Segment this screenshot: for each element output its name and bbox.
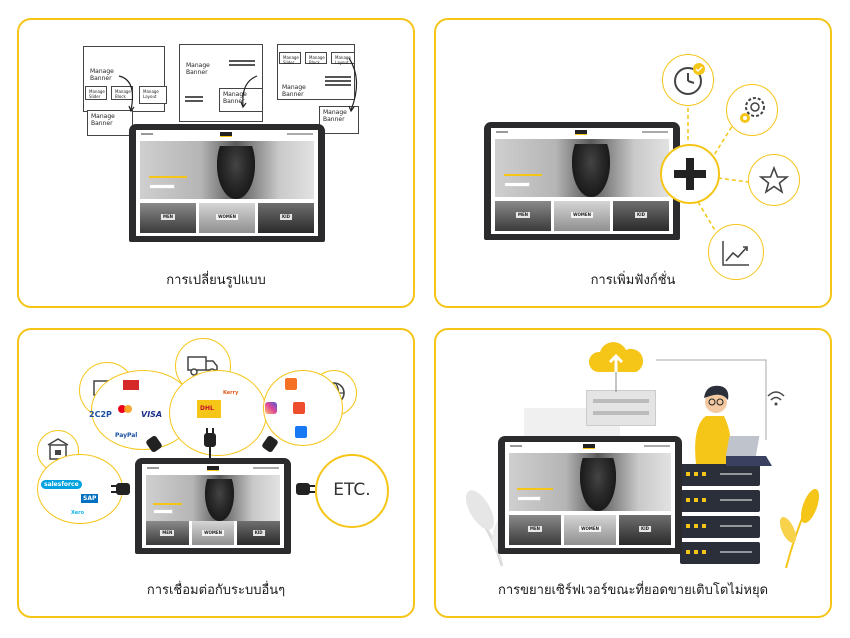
chart-icon xyxy=(708,224,764,280)
wire-label-layout: Manage Layout xyxy=(139,86,167,104)
logo-salesforce: salesforce xyxy=(41,480,82,489)
wire-label-block: Manage Block xyxy=(111,86,133,100)
logo-kerry: Kerry xyxy=(223,390,239,396)
laptop-screen: MEN WOMEN KID xyxy=(491,128,673,234)
server-stack xyxy=(680,464,760,566)
wire-label-banner-6: Manage Banner xyxy=(319,106,359,134)
person-with-laptop-icon xyxy=(695,385,785,466)
logo-paypal: PayPal xyxy=(115,432,138,439)
plant-right-icon xyxy=(779,488,820,569)
facebook-icon xyxy=(295,426,307,438)
etc-circle: ETC. xyxy=(315,454,389,528)
shopee-icon xyxy=(293,402,305,414)
wire-label-banner-2: Manage Banner xyxy=(87,110,133,136)
logo-dhl-box: DHL xyxy=(197,400,221,418)
logo-xero: Xero xyxy=(71,510,85,516)
laptop-screen: MEN WOMEN KID xyxy=(505,442,675,548)
wire-label-banner-3: Manage Banner xyxy=(186,62,210,76)
logo-sap: SAP xyxy=(81,494,99,503)
card-integrations: 2C2P VISA PayPal DHL Kerry salesforce SA… xyxy=(17,328,415,618)
etc-label: ETC. xyxy=(333,480,371,500)
laptop: MEN WOMEN KID xyxy=(498,436,682,554)
lazada-icon xyxy=(285,378,297,390)
star-icon xyxy=(748,154,800,206)
laptop: MEN WOMEN KID xyxy=(129,124,325,242)
cloud-upload-icon xyxy=(588,342,644,392)
card-logo-icon xyxy=(123,380,139,390)
laptop-screen: MEN WOMEN KID xyxy=(136,130,318,236)
laptop: MEN WOMEN KID xyxy=(135,458,291,554)
clock-icon xyxy=(662,54,714,106)
server-unit-top xyxy=(586,390,656,426)
wire-label-banner-1: Manage Banner xyxy=(90,68,114,82)
wire-arrows xyxy=(118,57,358,113)
plus-icon xyxy=(660,144,720,204)
gear-icon xyxy=(726,84,778,136)
connector-lines xyxy=(656,359,767,440)
card-add-function: MEN WOMEN KID xyxy=(434,18,832,308)
laptop-screen: MEN WOMEN KID xyxy=(142,464,284,548)
card-caption: การเชื่อมต่อกับระบบอื่นๆ xyxy=(146,583,286,598)
wire-label-slider: Manage Slider xyxy=(85,86,107,100)
mastercard-icon xyxy=(117,398,133,413)
wire-label-layout-2: Manage Layout xyxy=(331,52,355,65)
wire-label-block-2: Manage Block xyxy=(305,52,327,65)
logo-visa: VISA xyxy=(141,410,163,419)
card-server-scaling: MEN WOMEN KID การขยายเซิร์ฟเวอร์ขณะที่ยอ… xyxy=(434,328,832,618)
wire-label-banner-5: Manage Banner xyxy=(282,84,306,98)
instagram-icon xyxy=(265,402,277,414)
card-caption: การเปลี่ยนรูปแบบ xyxy=(166,273,266,288)
wire-frame-1 xyxy=(83,46,165,112)
wire-lines-2 xyxy=(185,96,203,104)
laptop: MEN WOMEN KID xyxy=(484,122,680,240)
shipping-circle xyxy=(169,370,267,456)
card-caption: การเพิ่มฟังก์ชั่น xyxy=(590,273,676,288)
card-caption: การขยายเซิร์ฟเวอร์ขณะที่ยอดขายเติบโตไม่ห… xyxy=(497,583,769,598)
logo-2c2p: 2C2P xyxy=(89,410,112,419)
wire-lines-3 xyxy=(325,76,351,88)
wire-lines-1 xyxy=(229,60,255,68)
card-layout-change: Manage Banner Manage Slider Manage Block… xyxy=(17,18,415,308)
function-connectors xyxy=(687,90,749,233)
plug-connectors xyxy=(111,428,315,495)
wire-label-banner-4: Manage Banner xyxy=(219,88,263,112)
wire-label-slider-2: Manage Slider xyxy=(279,52,301,65)
